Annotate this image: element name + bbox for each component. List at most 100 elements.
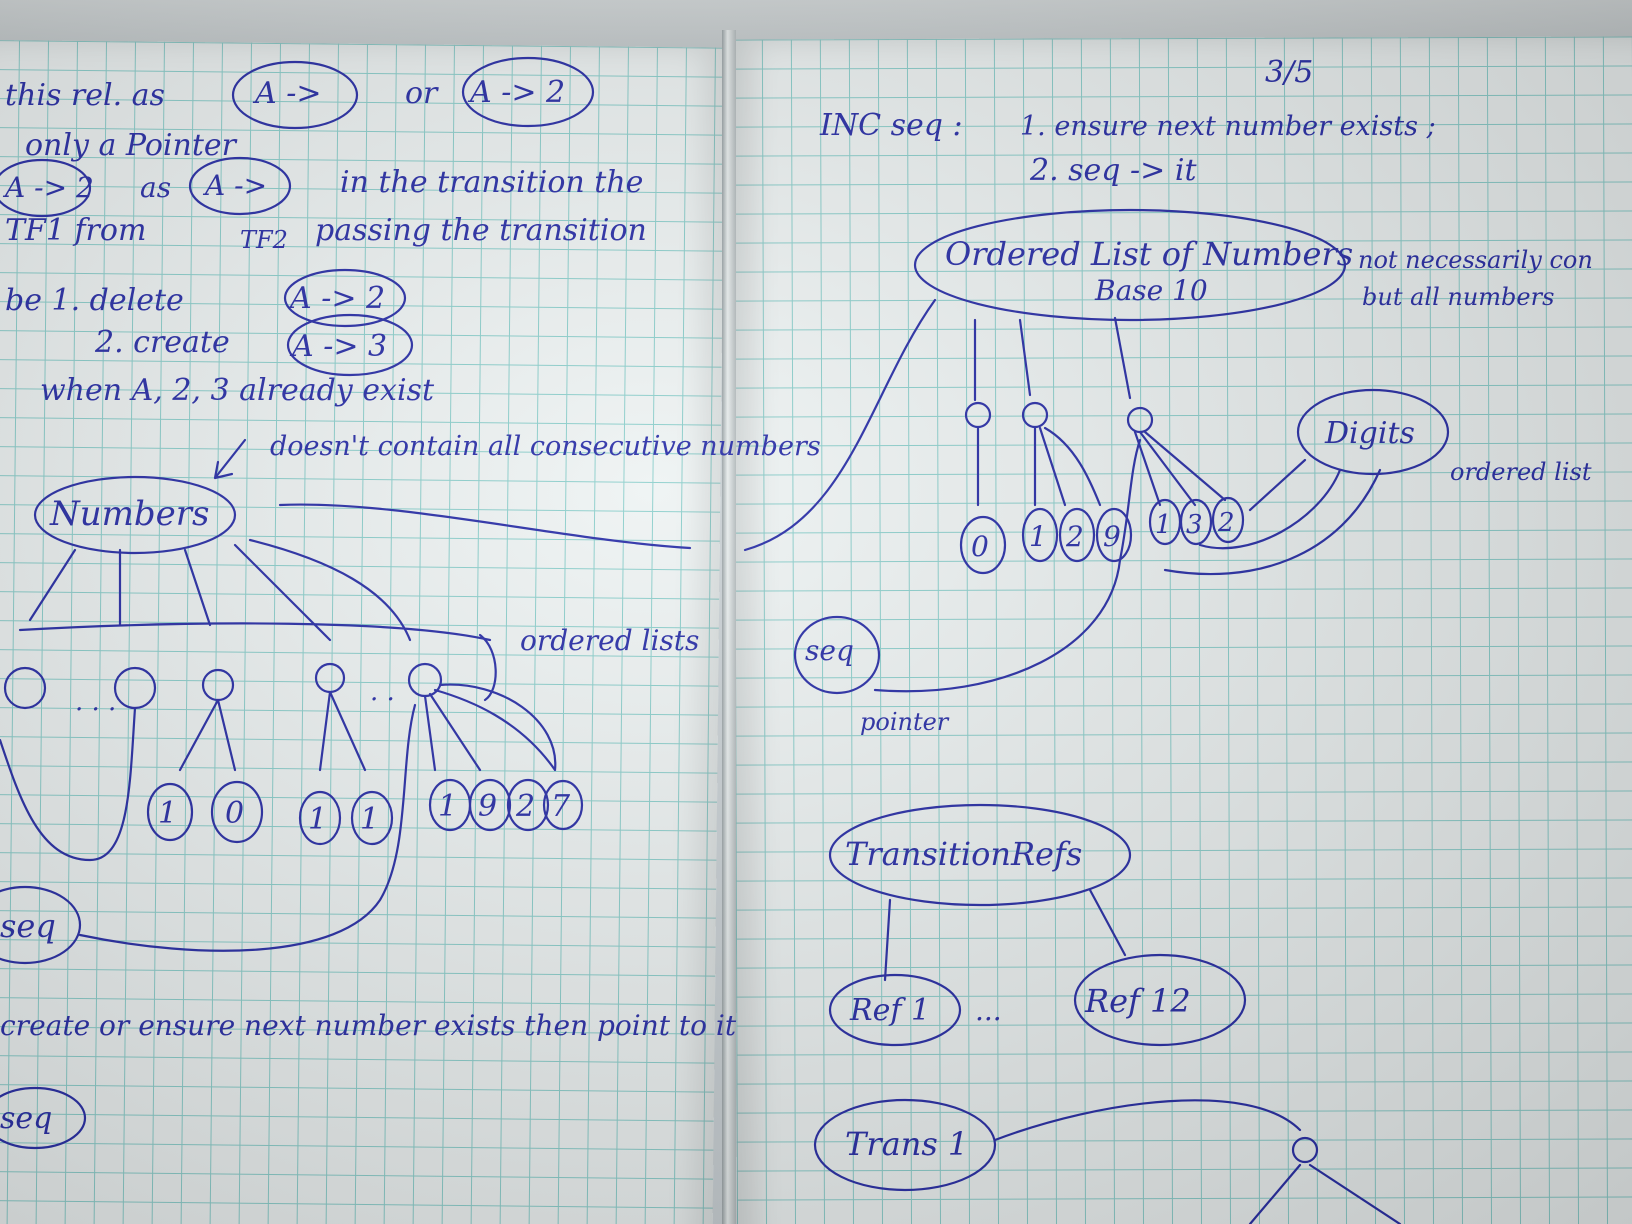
ref12-label: Ref 12 [1084, 982, 1191, 1020]
numbers-label: Numbers [49, 494, 209, 534]
trans1-label: Trans 1 [845, 1125, 968, 1163]
digits-node [1296, 388, 1450, 476]
connector-line [278, 503, 692, 550]
ordered-list-label: Ordered List of Numbers [945, 235, 1353, 273]
node-circle [1291, 1136, 1319, 1164]
trans-node [813, 1098, 997, 1192]
step-2: 2. seq -> it [1029, 153, 1197, 188]
arrows [883, 888, 1127, 982]
connector-line [993, 1099, 1302, 1142]
ellipse [0, 158, 92, 218]
pointer-line [873, 438, 1142, 693]
ordered-lists-label: ordered lists [520, 624, 699, 657]
digit: 1 [1029, 520, 1047, 553]
node-circle [964, 401, 992, 429]
ref1-label: Ref 1 [849, 993, 930, 1028]
ellipsis: . . . [75, 687, 116, 717]
note-line: this rel. as [5, 78, 165, 113]
ellipsis: ... [975, 994, 1002, 1027]
transition-refs-label: TransitionRefs [845, 835, 1082, 873]
note-line: when A, 2, 3 already exist [40, 373, 435, 408]
seq-label: seq [805, 634, 854, 667]
ordered-list-note: ordered list [1450, 458, 1592, 486]
digit-list: 1 0 1 1 1 9 2 7 [146, 778, 584, 846]
ref-node [1073, 953, 1247, 1047]
note-line: be 1. delete [5, 283, 184, 318]
numbers-node [33, 475, 237, 555]
digit-circle [298, 790, 342, 846]
digit-circle [1095, 507, 1133, 563]
digit: 2 [1217, 508, 1235, 538]
child-arrows [178, 683, 557, 772]
inc-seq-title: INC seq : [819, 108, 963, 143]
digit-circle [1179, 498, 1213, 546]
note-line: TF2 [240, 226, 288, 254]
note-line: create or ensure next number exists then… [0, 1009, 737, 1042]
note-line: or [405, 76, 439, 111]
node-circle [1126, 406, 1154, 434]
note-line: A -> [202, 169, 267, 202]
side-note: but all numbers [1362, 283, 1554, 311]
step-1: 1. ensure next number exists ; [1020, 111, 1436, 142]
note-line: A -> 2 [287, 281, 385, 316]
digit-circle [468, 778, 512, 832]
pointer-line [78, 703, 417, 952]
list-digits: 0 1 2 9 1 3 2 [959, 496, 1245, 575]
note-line: only a Pointer [25, 128, 238, 163]
note-line: A -> 2 [467, 75, 565, 110]
arrows [1248, 1163, 1402, 1224]
node-circle [1021, 401, 1049, 429]
node-circle [314, 662, 346, 694]
note-line: A -> [252, 76, 321, 111]
seq-label: seq [0, 1101, 52, 1136]
note-line: doesn't contain all consecutive numbers [270, 431, 821, 462]
notebook-spine [722, 30, 736, 1224]
node-circle [3, 666, 47, 710]
ellipse [461, 56, 595, 128]
node-circle [201, 668, 235, 702]
pointer-label: pointer [860, 708, 950, 736]
note-line: as [140, 171, 171, 204]
note-line: passing the transition [315, 213, 647, 248]
note-line: in the transition the [340, 165, 643, 200]
seq-node [0, 1086, 87, 1150]
digit: 0 [971, 530, 989, 563]
loop [0, 706, 137, 862]
transition-refs-node [828, 803, 1132, 907]
digit: 9 [478, 789, 497, 824]
digit-circle [959, 515, 1007, 575]
digit: 3 [1186, 510, 1203, 540]
digit-circle [1211, 496, 1245, 544]
digit: 7 [551, 789, 571, 824]
seq-label: seq [0, 907, 56, 945]
seq-node [0, 885, 82, 965]
digit-circle [506, 778, 550, 832]
base-label: Base 10 [1094, 274, 1208, 307]
digit: 9 [1103, 520, 1121, 553]
ordered-list-node [913, 208, 1347, 322]
side-note: not necessarily con [1358, 246, 1593, 274]
digit: 2 [1065, 520, 1084, 553]
note-line: TF1 from [5, 213, 146, 248]
arrows [28, 538, 412, 642]
digit: 2 [515, 789, 535, 824]
connector-line [743, 298, 937, 552]
ellipse [188, 156, 292, 216]
child-arrows [976, 426, 1227, 507]
page-number: 3/5 [1265, 55, 1313, 90]
arrow [213, 438, 247, 480]
digit: 1 [158, 796, 177, 831]
arrows [973, 316, 1132, 402]
ellipsis: . . [370, 677, 395, 707]
bracket [478, 633, 497, 702]
ref-node [828, 973, 962, 1047]
digit: 1 [438, 789, 457, 824]
digit-circle [1021, 507, 1059, 563]
ellipse [286, 313, 414, 377]
digit-circle [350, 790, 394, 846]
digit: 1 [1155, 510, 1172, 540]
digits-arrows [1163, 458, 1382, 576]
digit-circle [542, 779, 584, 831]
ellipse [283, 268, 407, 328]
